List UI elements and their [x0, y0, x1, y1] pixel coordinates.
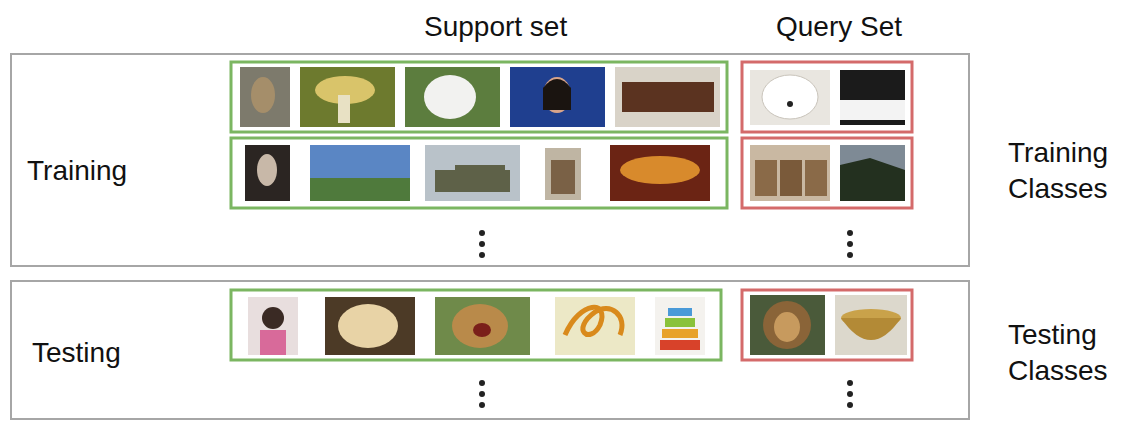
photo-detail [338, 304, 398, 348]
dot [479, 252, 485, 258]
photo-detail [755, 160, 777, 196]
photo-detail [310, 178, 410, 201]
support-frame [231, 62, 727, 132]
query-frame [742, 290, 912, 360]
photo-detail [551, 160, 575, 194]
photo-tank [425, 145, 520, 201]
training-panel: TrainingTraining Classes [10, 53, 970, 267]
query-set-frames [742, 62, 912, 360]
photo-detail [780, 160, 802, 196]
photo-piano [840, 70, 905, 125]
photo-bin [545, 148, 581, 200]
photo-detail [622, 82, 714, 112]
dot [479, 391, 485, 397]
photo-detail [435, 170, 510, 192]
dot [479, 402, 485, 408]
photo-detail [565, 307, 622, 335]
photo-detail [424, 75, 476, 119]
photo-singer [510, 67, 605, 127]
dot [479, 241, 485, 247]
dot [479, 380, 485, 386]
class-group-label: Training Classes [1008, 135, 1108, 208]
photo-detail [787, 101, 793, 107]
photo-dog [325, 297, 415, 355]
photo-detail [620, 156, 700, 184]
photo-detail [260, 330, 286, 355]
support-frame [231, 138, 727, 208]
photo-mushroom [300, 67, 395, 127]
photo-detail [543, 77, 571, 113]
dot [847, 402, 853, 408]
support-set-frames [231, 62, 727, 360]
photo-dog [750, 70, 830, 125]
photo-girl [248, 297, 298, 355]
photo-detail [774, 312, 800, 342]
photo-detail [452, 304, 508, 348]
photo-detail [805, 160, 827, 196]
photo-detail [251, 77, 275, 113]
photo-detail [257, 154, 277, 186]
photo-detail [660, 340, 700, 350]
section-label: Training [27, 153, 127, 189]
photo-coast [310, 145, 410, 201]
dot [479, 230, 485, 236]
photo-detail [840, 158, 905, 201]
photo-detail [338, 95, 350, 123]
photo-pretzel [555, 297, 635, 355]
photo-piano [615, 67, 720, 127]
photo-detail [473, 323, 491, 337]
photo-detail [662, 329, 698, 338]
testing-panel: TestingTesting Classes [10, 280, 970, 420]
photo-barrels [750, 145, 830, 201]
photo-cliff [840, 145, 905, 201]
column-heading: Query Set [776, 9, 902, 45]
photo-dog [405, 67, 500, 127]
photo-bowls [655, 297, 705, 355]
dot [847, 230, 853, 236]
dot [847, 252, 853, 258]
continuation-dots [479, 230, 853, 408]
photo-lion [435, 297, 530, 355]
photo-bowl [835, 295, 907, 355]
query-frame [742, 62, 912, 132]
photo-detail [455, 165, 505, 170]
photo-bird [240, 67, 290, 127]
dot [847, 391, 853, 397]
photo-carousel [610, 145, 710, 201]
dot [847, 380, 853, 386]
query-frame [742, 138, 912, 208]
photo-detail [543, 79, 571, 110]
section-label: Testing [32, 335, 121, 371]
support-frame [231, 290, 721, 360]
dot [847, 241, 853, 247]
column-heading: Support set [424, 9, 567, 45]
photo-detail [763, 301, 811, 349]
photo-lion [750, 295, 825, 355]
photo-detail [841, 318, 901, 340]
photo-detail [665, 318, 695, 327]
photo-detail [762, 75, 818, 119]
photo-detail [668, 308, 692, 316]
photo-detail [840, 100, 905, 120]
photo-jar [245, 145, 290, 201]
photo-detail [262, 307, 284, 329]
class-group-label: Testing Classes [1008, 317, 1108, 390]
photo-thumbnails [240, 67, 907, 355]
